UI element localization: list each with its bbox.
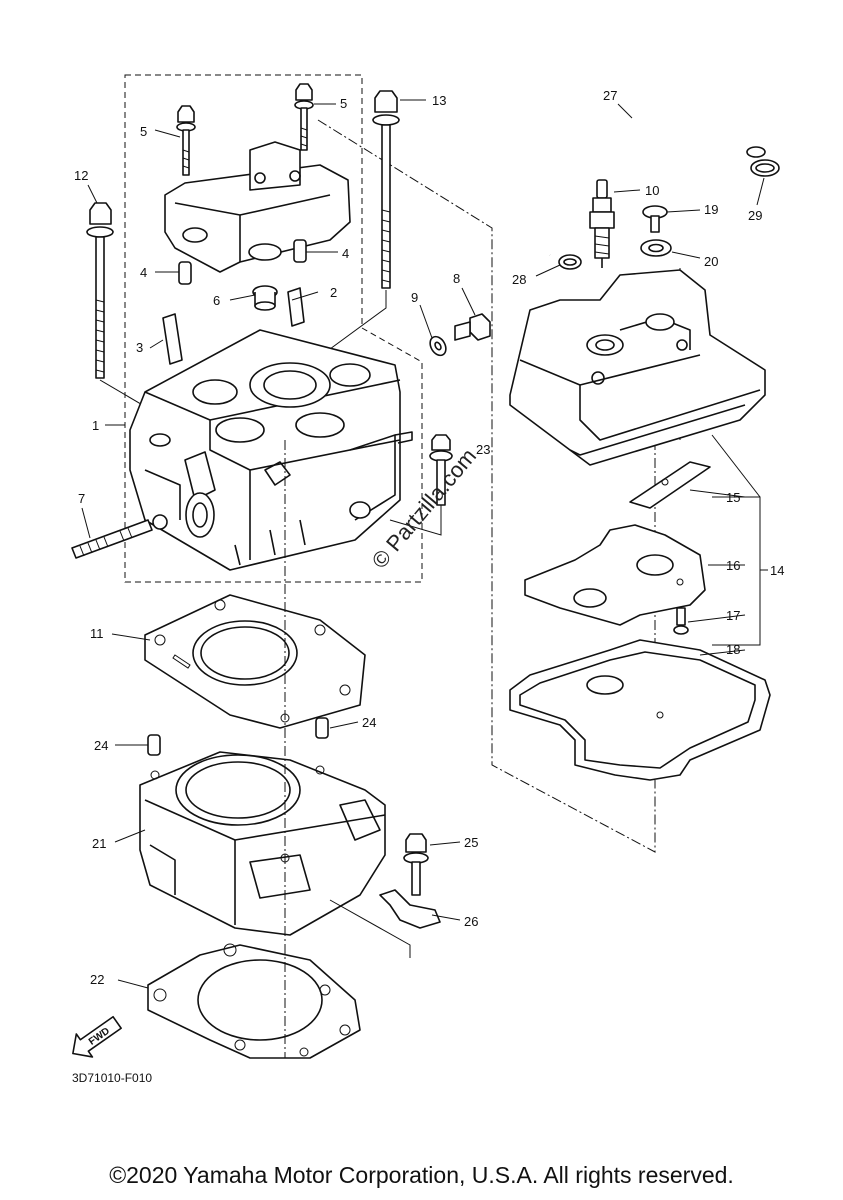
grommet-20[interactable] (640, 239, 672, 257)
callout-24-left: 24 (94, 738, 108, 753)
cylinder-head-assembly-box (124, 74, 423, 583)
callout-5-right: 5 (340, 96, 347, 111)
bolt-23[interactable] (429, 434, 453, 506)
callout-25: 25 (464, 835, 478, 850)
callout-16: 16 (726, 558, 740, 573)
callout-8: 8 (453, 271, 460, 286)
callout-1: 1 (92, 418, 99, 433)
callout-7: 7 (78, 491, 85, 506)
callout-22: 22 (90, 972, 104, 987)
callout-13: 13 (432, 93, 446, 108)
callout-26: 26 (464, 914, 478, 929)
base-gasket-22[interactable] (147, 943, 361, 1059)
bolt-12[interactable] (86, 202, 114, 379)
callout-4-right: 4 (342, 246, 349, 261)
callout-14: 14 (770, 563, 784, 578)
callout-3: 3 (136, 340, 143, 355)
guide-2[interactable] (287, 287, 305, 327)
callout-19: 19 (704, 202, 718, 217)
clamp-28[interactable] (558, 254, 582, 270)
callout-10: 10 (645, 183, 659, 198)
callout-29: 29 (748, 208, 762, 223)
bracket-26[interactable] (379, 889, 441, 929)
guide-3[interactable] (162, 313, 183, 365)
dowel-24-left[interactable] (147, 734, 161, 756)
breather-hose-27[interactable] (525, 95, 766, 258)
callout-21: 21 (92, 836, 106, 851)
assembly-reference-line (317, 119, 656, 853)
callout-6: 6 (213, 293, 220, 308)
callout-9: 9 (411, 290, 418, 305)
callout-5-left: 5 (140, 124, 147, 139)
bolt-13[interactable] (372, 90, 400, 289)
callout-leaders (81, 99, 765, 989)
callout-28: 28 (512, 272, 526, 287)
bolt-25[interactable] (403, 833, 429, 896)
callout-18: 18 (726, 642, 740, 657)
dowel-4-left[interactable] (178, 261, 192, 285)
callout-24-right: 24 (362, 715, 376, 730)
clamp-29[interactable] (750, 159, 780, 177)
callout-17: 17 (726, 608, 740, 623)
callout-23: 23 (476, 442, 490, 457)
cylinder-head-cover[interactable] (509, 269, 766, 466)
cylinder-head[interactable] (129, 329, 413, 571)
callout-20: 20 (704, 254, 718, 269)
bolt-8[interactable] (454, 313, 491, 341)
washer-9[interactable] (427, 334, 449, 358)
baffle-16[interactable] (524, 524, 706, 626)
bolt-5-right[interactable] (294, 83, 314, 151)
head-gasket-11[interactable] (144, 594, 366, 729)
stud-bolt-7[interactable] (71, 514, 168, 559)
bolt-19[interactable] (642, 205, 668, 233)
spark-plug-10[interactable] (589, 179, 615, 268)
dowel-4-right[interactable] (293, 239, 307, 263)
callout-11: 11 (90, 626, 104, 641)
bolt-5-left[interactable] (176, 105, 196, 176)
callout-27: 27 (603, 88, 617, 103)
plug-6[interactable] (252, 285, 278, 311)
cover-gasket-18[interactable] (509, 639, 771, 781)
callout-4-left: 4 (140, 265, 147, 280)
bolt-17[interactable] (673, 607, 689, 635)
plate-15[interactable] (629, 461, 711, 509)
dowel-24-right[interactable] (315, 717, 329, 739)
cylinder-21[interactable] (139, 751, 386, 936)
callout-2: 2 (330, 285, 337, 300)
copyright-notice: ©2020 Yamaha Motor Corporation, U.S.A. A… (109, 1162, 734, 1188)
diagram-code: 3D71010-F010 (72, 1071, 152, 1085)
callout-15: 15 (726, 490, 740, 505)
fwd-arrow-icon: FWD (72, 1015, 122, 1058)
callout-12: 12 (74, 168, 88, 183)
